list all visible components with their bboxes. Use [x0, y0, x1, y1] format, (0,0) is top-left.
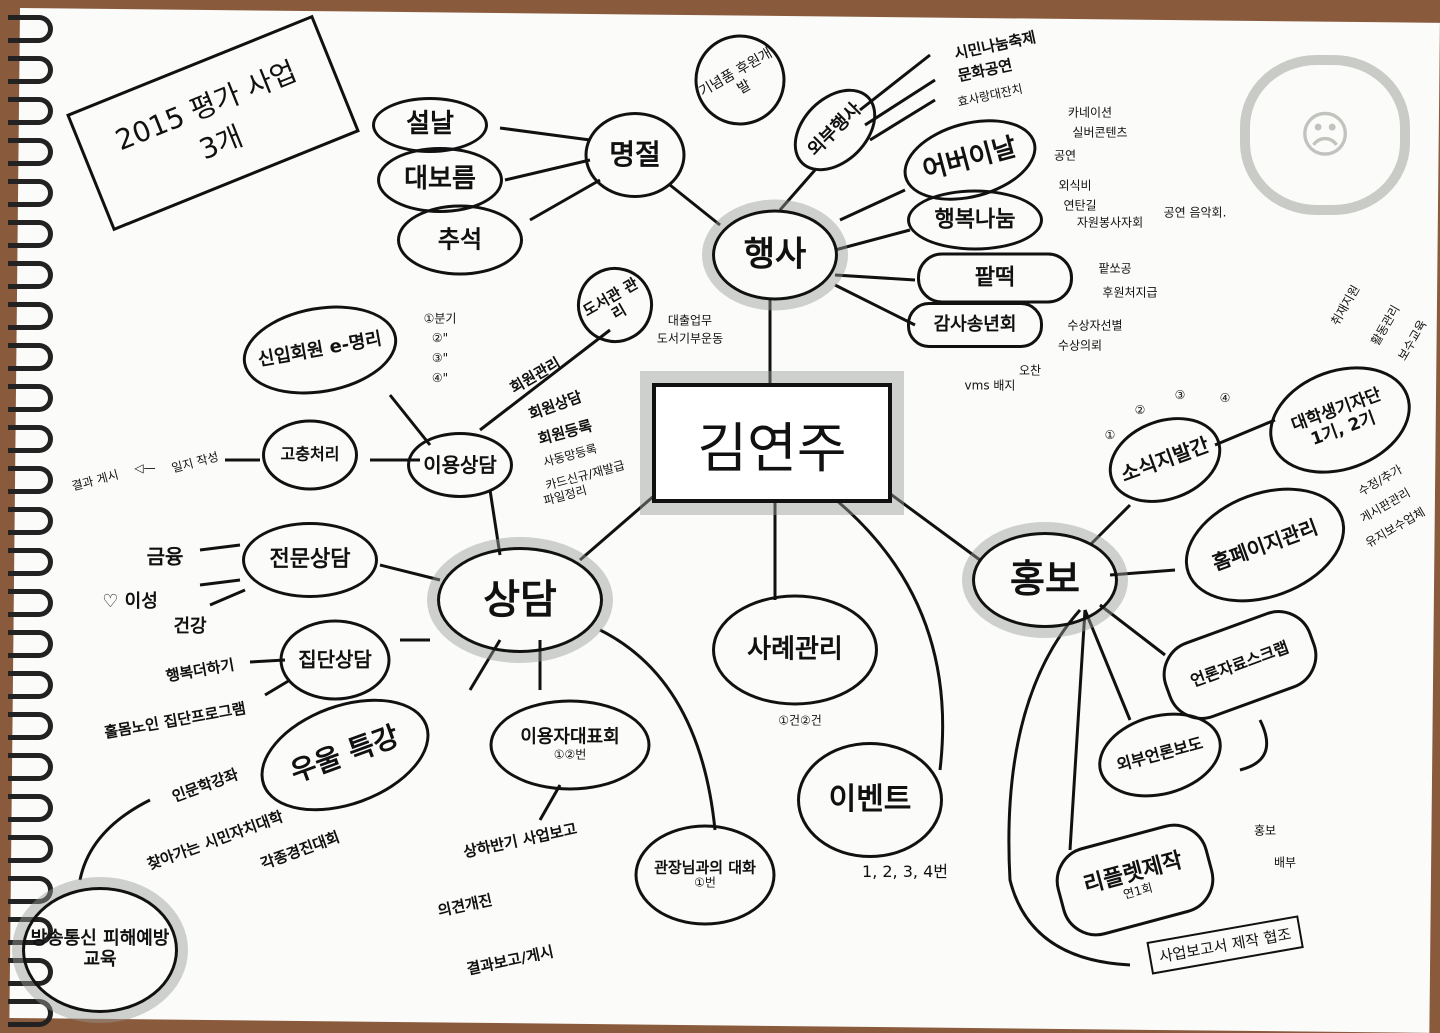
evaluation-subtitle: 사업: [241, 54, 302, 105]
happiness-item: 공연 음악회.: [1163, 205, 1227, 220]
spiral-ring: [8, 302, 53, 330]
newsletter-issue: ④: [1219, 391, 1231, 405]
spiral-ring: [8, 15, 53, 43]
spiral-ring: [8, 835, 53, 863]
spiral-ring: [8, 56, 53, 84]
node-counsel[interactable]: 상담: [437, 547, 603, 653]
face-doodle-icon: ☹: [1240, 55, 1410, 215]
center-node[interactable]: 김연주: [652, 383, 892, 503]
event-count: 1, 2, 3, 4번: [862, 862, 948, 881]
spiral-ring: [8, 179, 53, 207]
year-end-item: 수상자선별: [1067, 318, 1123, 333]
node-rep-meeting[interactable]: 이용자대표회 ①②번: [489, 699, 651, 791]
parents-day-item: 실버콘텐츠: [1072, 125, 1128, 140]
library-item: 도서기부운동: [656, 331, 724, 346]
spiral-ring: [8, 630, 53, 658]
spiral-ring: [8, 220, 53, 248]
new-member-item: ①분기: [423, 311, 457, 326]
arrow-left-icon: ◁—: [134, 461, 156, 475]
rep-meeting-label: 이용자대표회: [520, 726, 620, 748]
library-item: 대출업무: [667, 313, 713, 328]
spiral-ring: [8, 876, 53, 904]
spiral-ring: [8, 671, 53, 699]
spiral-ring: [8, 999, 53, 1027]
red-bean-item: 팥쏘공: [1098, 261, 1132, 276]
happiness-item: 외식비: [1058, 178, 1092, 193]
red-bean-item: 후원처지급: [1102, 285, 1158, 300]
director-talk-label: 관장님과의 대화: [654, 858, 756, 877]
node-holidays[interactable]: 명절: [584, 112, 686, 198]
spiral-ring: [8, 794, 53, 822]
spiral-ring: [8, 343, 53, 371]
spiral-ring: [8, 425, 53, 453]
newsletter-issue: ③: [1174, 388, 1186, 402]
node-expert-counsel[interactable]: 전문상담: [242, 522, 378, 598]
year-end-item: vms 배지: [964, 378, 1016, 393]
node-seollal[interactable]: 설날: [372, 97, 488, 153]
newsletter-issue: ②: [1134, 403, 1146, 417]
expert-item: ♡ 이성: [102, 591, 158, 612]
node-event[interactable]: 이벤트: [797, 742, 943, 858]
spiral-ring: [8, 712, 53, 740]
spiral-ring: [8, 548, 53, 576]
node-daeboreum[interactable]: 대보름: [377, 147, 503, 213]
spiral-ring: [8, 97, 53, 125]
spiral-ring: [8, 507, 53, 535]
leaflet-item: 홍보: [1253, 823, 1277, 838]
director-talk-count: ①번: [694, 875, 716, 890]
spiral-ring: [8, 261, 53, 289]
parents-day-item: 공연: [1053, 148, 1077, 163]
node-year-end-party[interactable]: 감사송년회: [907, 302, 1043, 348]
new-member-item: ③": [431, 351, 449, 365]
spiral-ring: [8, 753, 53, 781]
case-count: ①건②건: [778, 713, 822, 728]
year-end-item: 수상의뢰: [1057, 338, 1103, 353]
expert-item: 건강: [173, 616, 207, 637]
happiness-item: 자원봉사자회: [1076, 215, 1144, 230]
expert-item: 금융: [146, 544, 184, 569]
node-group-counsel[interactable]: 집단상담: [279, 619, 391, 701]
node-director-talk[interactable]: 관장님과의 대화 ①번: [634, 824, 776, 926]
leaflet-item: 배부: [1273, 855, 1297, 870]
spiral-ring: [8, 466, 53, 494]
rep-meeting-count: ①②번: [553, 747, 587, 762]
newsletter-issue: ①: [1104, 428, 1116, 442]
node-chuseok[interactable]: 추석: [397, 204, 523, 276]
node-case-management[interactable]: 사례관리: [712, 594, 878, 706]
year-end-item: 오찬: [1018, 363, 1042, 378]
spiral-ring: [8, 138, 53, 166]
parents-day-item: 카네이션: [1067, 105, 1113, 120]
new-member-item: ④": [431, 371, 449, 385]
node-usage-counsel[interactable]: 이용상담: [407, 432, 513, 498]
node-pr[interactable]: 홍보: [972, 532, 1118, 628]
node-grievance[interactable]: 고충처리: [262, 419, 358, 491]
node-events[interactable]: 행사: [712, 209, 838, 301]
spiral-ring: [8, 384, 53, 412]
node-broadcast-education[interactable]: 방송통신 피해예방교육: [22, 887, 178, 1013]
new-member-item: ②": [431, 331, 449, 345]
node-red-bean-cake[interactable]: 팥떡: [917, 252, 1073, 304]
happiness-item: 연탄길: [1063, 198, 1097, 213]
node-happiness[interactable]: 행복나눔: [907, 189, 1043, 251]
spiral-ring: [8, 589, 53, 617]
